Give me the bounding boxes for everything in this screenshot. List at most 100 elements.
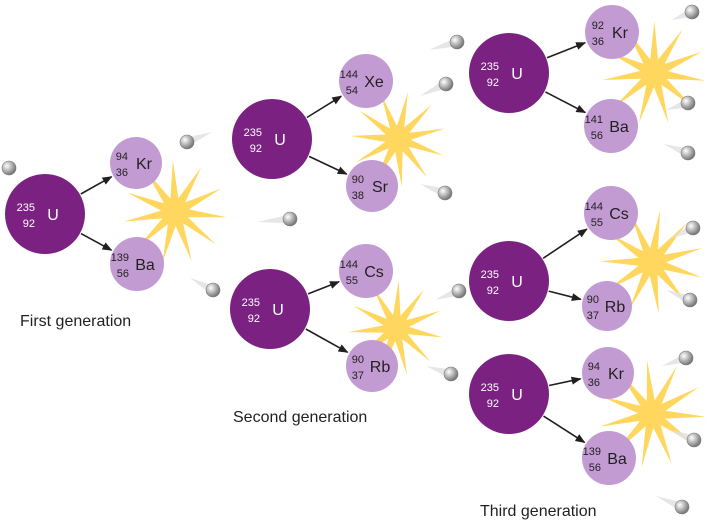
first-generation-label: First generation <box>20 313 132 330</box>
element-symbol: Sr <box>372 179 389 196</box>
atomic-number: 37 <box>352 370 364 382</box>
neutron <box>682 292 698 308</box>
mass-number: 141 <box>585 114 603 126</box>
mass-number: 94 <box>116 151 128 163</box>
element-symbol: U <box>47 207 59 224</box>
element-symbol: U <box>272 302 284 319</box>
reaction-arrow <box>546 41 587 59</box>
neutron <box>179 134 195 150</box>
nucleus-circle <box>582 347 634 399</box>
neutron <box>437 185 453 201</box>
element-symbol: Ba <box>135 257 155 274</box>
atomic-number: 36 <box>592 36 604 48</box>
reaction-arrow <box>307 280 340 295</box>
neutron <box>674 499 690 515</box>
element-symbol: Ba <box>607 451 627 468</box>
element-symbol: Ba <box>609 119 629 136</box>
mass-number: 92 <box>592 20 604 32</box>
nucleus-circle <box>585 5 639 59</box>
mass-number: 90 <box>352 174 364 186</box>
element-symbol: Kr <box>608 366 625 383</box>
element-symbol: Cs <box>609 206 629 223</box>
energy-flash <box>348 280 443 375</box>
atomic-number: 55 <box>346 275 358 287</box>
atomic-number: 54 <box>346 85 358 97</box>
neutron <box>686 432 702 448</box>
atomic-number: 92 <box>487 398 499 410</box>
element-symbol: Cs <box>364 264 384 281</box>
nucleus-circle <box>346 160 398 212</box>
nucleus-circle <box>232 99 312 179</box>
mass-number: 235 <box>244 127 262 139</box>
energy-flash <box>602 21 706 123</box>
mass-number: 144 <box>340 259 358 271</box>
mass-number: 235 <box>481 269 499 281</box>
neutron <box>678 350 694 366</box>
reaction-arrow <box>548 376 582 387</box>
neutron <box>1 160 17 176</box>
uranium-nucleus: 235 92 U <box>232 99 312 179</box>
atomic-number: 36 <box>588 377 600 389</box>
neutron <box>205 282 221 298</box>
reaction-arrow <box>308 155 348 175</box>
reaction-arrow <box>305 328 349 353</box>
fission-fragment: 141 56 Ba <box>584 99 638 153</box>
neutron <box>438 76 454 92</box>
neutron <box>449 34 465 50</box>
fission-fragment: 94 36 Kr <box>582 347 634 399</box>
atomic-number: 56 <box>589 462 601 474</box>
nucleus-circle <box>110 137 162 189</box>
nucleus-circle <box>582 431 636 485</box>
nucleus-circle <box>339 54 393 108</box>
mass-number: 235 <box>481 61 499 73</box>
third-generation-label: Third generation <box>480 503 597 520</box>
mass-number: 144 <box>340 69 358 81</box>
element-symbol: Xe <box>364 74 384 91</box>
element-symbol: U <box>511 274 523 291</box>
element-symbol: U <box>274 132 286 149</box>
nucleus-circle <box>584 186 638 240</box>
reaction-arrow <box>548 290 582 301</box>
nucleus-circle <box>5 174 85 254</box>
reaction-arrow <box>545 91 587 114</box>
reaction-arrow <box>542 228 588 259</box>
nucleus-circle <box>346 340 398 392</box>
reaction-arrow <box>80 176 113 195</box>
neutron <box>282 211 298 227</box>
atomic-number: 56 <box>117 268 129 280</box>
element-symbol: U <box>511 387 523 404</box>
fission-fragment: 144 55 Cs <box>339 244 393 298</box>
neutron <box>680 95 696 111</box>
nucleus-circle <box>110 237 164 291</box>
mass-number: 90 <box>587 294 599 306</box>
nucleus-circle <box>584 99 638 153</box>
neutron <box>685 220 701 236</box>
neutron <box>680 145 696 161</box>
atomic-number: 92 <box>487 285 499 297</box>
element-symbol: U <box>511 66 523 83</box>
mass-number: 94 <box>588 361 600 373</box>
reaction-arrow <box>306 95 343 119</box>
atomic-number: 92 <box>250 143 262 155</box>
second-generation-label: Second generation <box>233 409 368 426</box>
atomic-number: 56 <box>591 130 603 142</box>
nucleus-circle <box>339 244 393 298</box>
nucleus-circle <box>230 269 310 349</box>
reaction-arrow <box>543 415 586 444</box>
neutron-trail <box>258 214 291 224</box>
atomic-number: 38 <box>352 190 364 202</box>
fission-fragment: 144 54 Xe <box>339 54 393 108</box>
neutron <box>443 366 459 382</box>
atomic-number: 92 <box>23 218 35 230</box>
mass-number: 144 <box>585 201 603 213</box>
